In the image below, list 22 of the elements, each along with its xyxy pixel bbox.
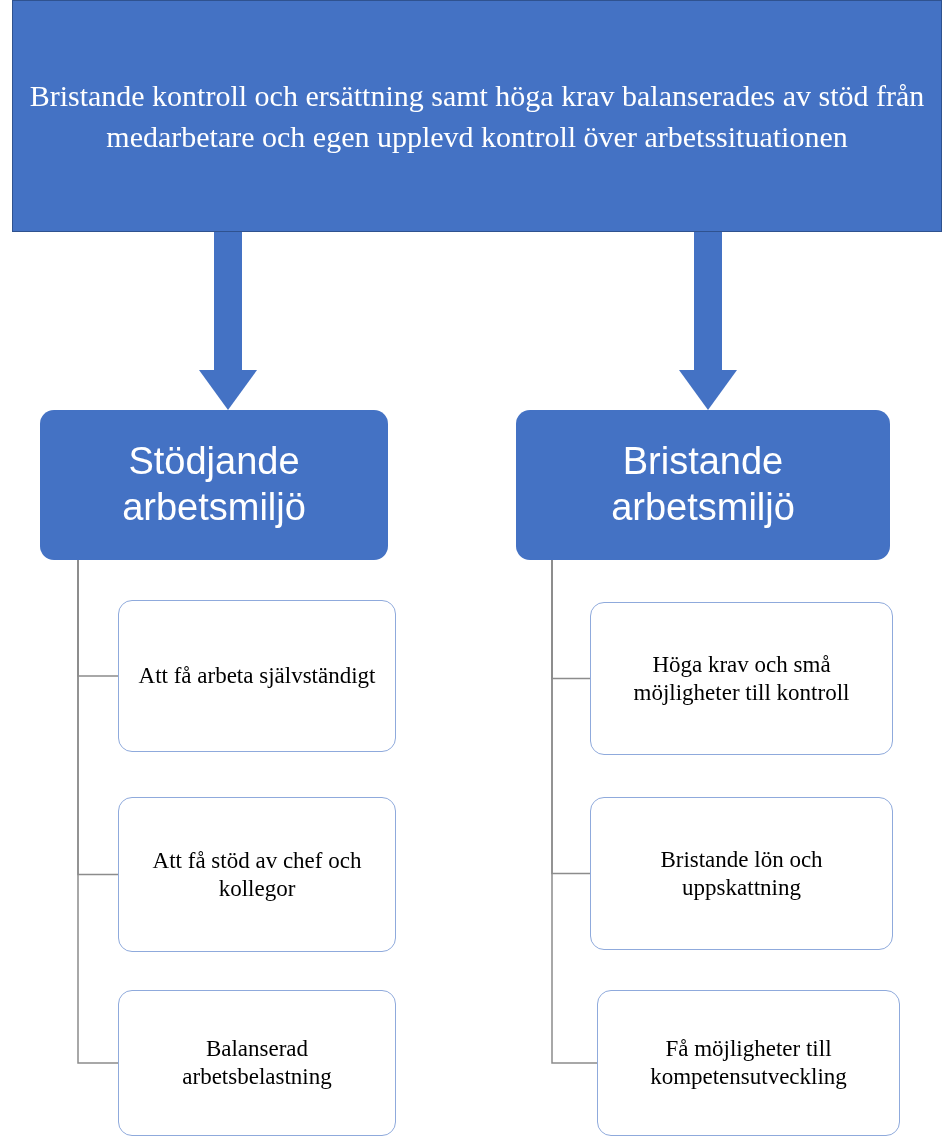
block-arrow (199, 232, 257, 410)
node-text: Bristande arbetsmiljö (610, 439, 796, 530)
block-arrow (679, 232, 737, 410)
node-text: Att få arbeta självständigt (138, 662, 376, 690)
process-box (590, 797, 893, 950)
banner-box (12, 0, 942, 232)
node-text: Bristande lön och uppskattning (659, 845, 824, 902)
node-text: Stödjande arbetsmiljö (121, 439, 307, 530)
connector-line (551, 559, 598, 1064)
node-text: Balanserad arbetsbelastning (181, 1035, 333, 1091)
process-box (597, 990, 900, 1136)
header-box (40, 410, 388, 560)
node-text: Höga krav och små möjligheter till kontroll (632, 650, 851, 707)
header-box (516, 410, 890, 560)
process-box (118, 600, 396, 752)
process-box (118, 990, 396, 1136)
process-box (590, 602, 893, 755)
connector-line (77, 559, 119, 1064)
process-box (118, 797, 396, 952)
node-text: Bristande kontroll och ersättning samt höga krav balanserades av stöd från medarbetare och egen upplevd kontroll över arbetssituationen (28, 77, 926, 155)
node-text: Få möjligheter till kompetensutveckling (649, 1035, 848, 1091)
node-text: Att få stöd av chef och kollegor (151, 846, 363, 903)
